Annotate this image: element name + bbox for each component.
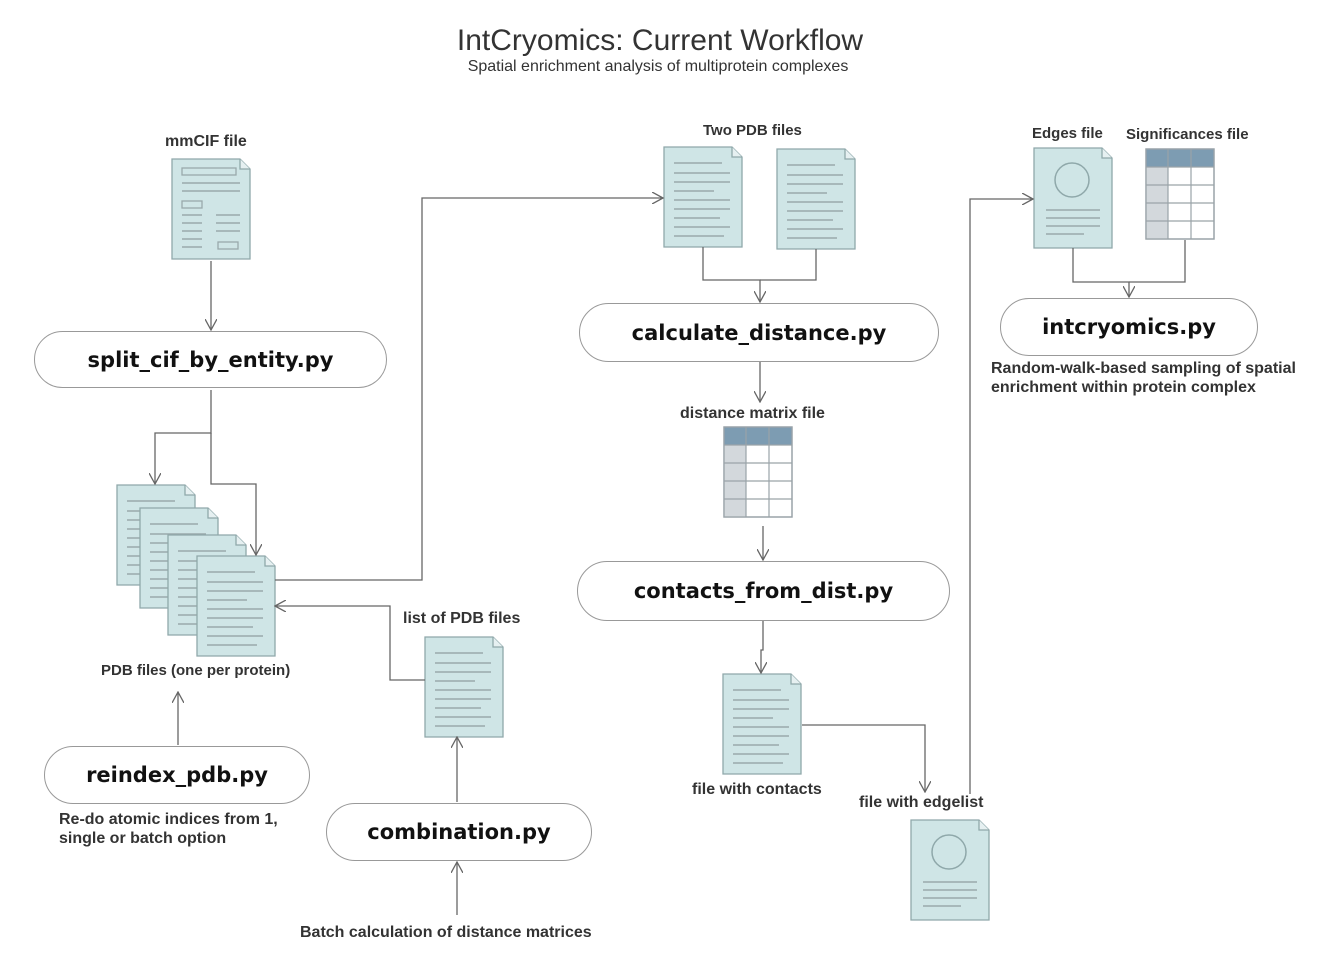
calculate-distance-node[interactable]: calculate_distance.py <box>579 303 939 362</box>
split-cif-by-entity-node[interactable]: split_cif_by_entity.py <box>34 331 387 388</box>
pdb-files-label: PDB files (one per protein) <box>101 662 291 679</box>
intcryomics-description: Random-walk-based sampling of spatial en… <box>991 359 1296 397</box>
batch-description: Batch calculation of distance matrices <box>300 924 592 941</box>
list-pdb-document-icon <box>424 636 504 738</box>
connectors <box>155 198 1186 915</box>
pdb-files-stack-icon <box>116 484 276 657</box>
edges-file-label: Edges file <box>1032 125 1103 142</box>
two-pdb-label: Two PDB files <box>703 122 802 139</box>
diagram-title: IntCryomics: Current Workflow <box>456 24 864 57</box>
distance-matrix-table-icon <box>723 426 793 518</box>
reindex-description-line2: single or batch option <box>59 830 227 847</box>
intcryomics-description-line2: enrichment within protein complex <box>991 379 1256 396</box>
pdb-document-icon-2 <box>776 148 856 250</box>
mmcif-document-icon <box>171 158 251 260</box>
diagram-subtitle: Spatial enrichment analysis of multiprot… <box>467 58 849 75</box>
contacts-document-icon <box>722 673 802 775</box>
edgelist-network-doc-icon <box>910 819 990 921</box>
edges-network-doc-icon <box>1033 147 1113 249</box>
edgelist-file-label: file with edgelist <box>859 794 984 811</box>
mmcif-file-label: mmCIF file <box>165 133 247 150</box>
contacts-from-dist-node[interactable]: contacts_from_dist.py <box>577 561 950 621</box>
reindex-description-line1: Re-do atomic indices from 1, <box>59 811 278 828</box>
significances-file-label: Significances file <box>1126 126 1249 143</box>
contacts-file-label: file with contacts <box>692 781 822 798</box>
reindex-description: Re-do atomic indices from 1, single or b… <box>59 810 278 848</box>
distance-matrix-label: distance matrix file <box>680 405 825 422</box>
significances-table-icon <box>1145 148 1215 240</box>
combination-node[interactable]: combination.py <box>326 803 592 861</box>
pdb-document-icon-1 <box>663 146 743 248</box>
intcryomics-description-line1: Random-walk-based sampling of spatial <box>991 360 1296 377</box>
intcryomics-node[interactable]: intcryomics.py <box>1000 298 1258 356</box>
list-pdb-label: list of PDB files <box>403 610 521 627</box>
reindex-pdb-node[interactable]: reindex_pdb.py <box>44 746 310 804</box>
